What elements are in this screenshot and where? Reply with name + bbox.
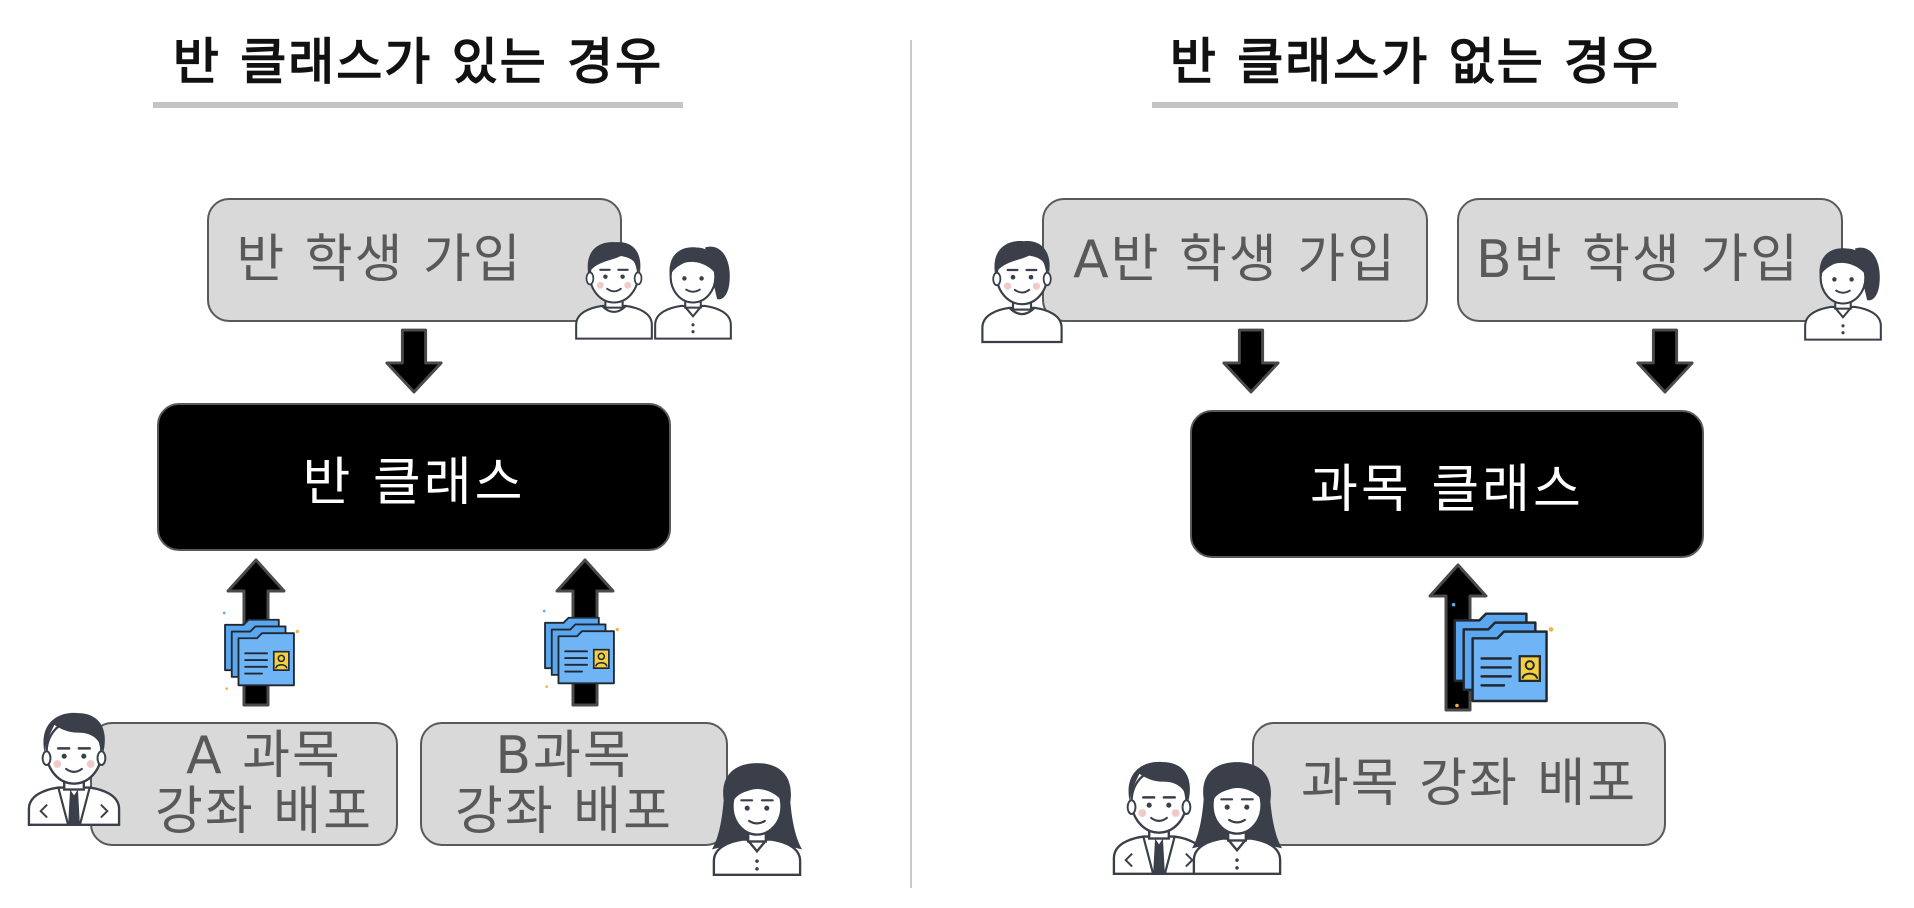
teacher-woman-icon xyxy=(1188,744,1286,886)
right-signup-b-box: B반 학생 가입 xyxy=(1457,198,1843,322)
left-title-underline xyxy=(153,102,683,108)
course-b-line1: B과목 xyxy=(495,725,633,786)
left-class-box: 반 클래스 xyxy=(157,403,671,551)
left-course-a-box: A 과목 강좌 배포 xyxy=(90,722,398,846)
left-signup-box: 반 학생 가입 xyxy=(207,198,622,322)
arrow-down-icon xyxy=(383,328,445,396)
left-panel-title: 반 클래스가 있는 경우 xyxy=(172,33,664,91)
teacher-man-icon xyxy=(25,696,123,836)
folder-stack-icon xyxy=(1448,598,1560,710)
student-boy-icon xyxy=(571,222,657,352)
student-girl-icon xyxy=(1800,222,1886,354)
signup-b-label: B반 학생 가입 xyxy=(1476,229,1800,290)
right-class-label: 과목 클래스 xyxy=(1310,459,1584,520)
arrow-down-icon xyxy=(1634,328,1696,396)
student-boy-icon xyxy=(977,222,1067,354)
course-b-line2: 강좌 배포 xyxy=(455,782,673,842)
right-course-label: 과목 강좌 배포 xyxy=(1300,753,1638,814)
signup-a-label: A반 학생 가입 xyxy=(1073,229,1397,290)
teacher-woman-icon xyxy=(708,746,806,886)
left-course-b-box: B과목 강좌 배포 xyxy=(420,722,728,846)
folder-stack-icon xyxy=(540,606,624,690)
right-course-box: 과목 강좌 배포 xyxy=(1252,722,1666,846)
course-a-line2: 강좌 배포 xyxy=(155,782,373,842)
folder-stack-icon xyxy=(220,608,304,692)
right-class-box: 과목 클래스 xyxy=(1190,410,1704,558)
left-signup-label: 반 학생 가입 xyxy=(236,229,523,290)
student-girl-icon xyxy=(650,222,736,352)
left-class-label: 반 클래스 xyxy=(302,452,526,513)
arrow-down-icon xyxy=(1220,328,1282,396)
right-title-underline xyxy=(1152,102,1678,108)
course-a-line1: A 과목 xyxy=(186,725,342,786)
right-panel-title: 반 클래스가 없는 경우 xyxy=(1169,33,1661,91)
right-signup-a-box: A반 학생 가입 xyxy=(1042,198,1428,322)
panel-divider xyxy=(910,40,912,888)
